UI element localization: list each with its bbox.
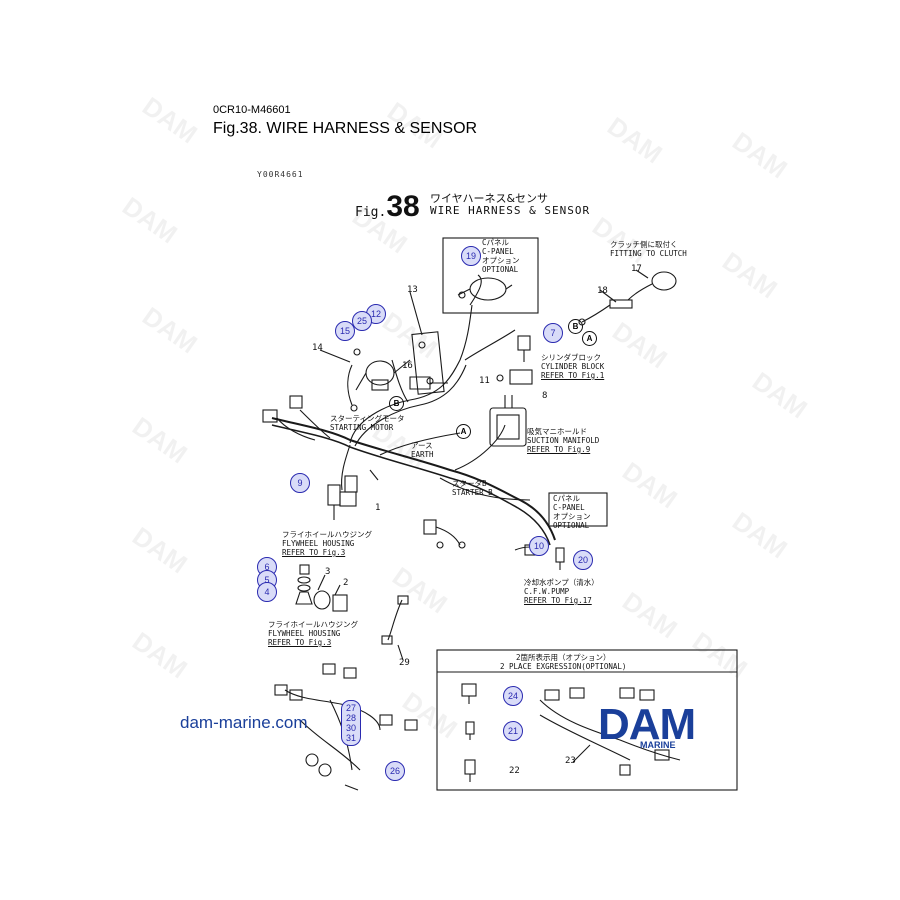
note-line: OPTIONAL [553,521,590,530]
note-line: FLYWHEEL HOUSING [268,629,341,638]
part-callout[interactable]: 10 [529,536,549,556]
part-number: 22 [509,766,520,776]
part-number: 13 [407,285,418,295]
drawing-code: Y00R4661 [257,170,304,179]
website-link[interactable]: dam-marine.com [180,713,308,732]
note-line: STARTING MOTOR [330,423,394,432]
part-callout[interactable]: 4 [257,582,277,602]
note-line: EARTH [411,450,434,459]
note-clutch: クラッチ側に取付く FITTING TO CLUTCH [610,240,687,258]
part-number: 29 [399,658,410,668]
part-number: 1 [375,503,381,513]
note-starter-b: スタータB STARTER B [452,479,493,497]
note-ref: REFER TO Fig.3 [282,548,346,557]
note-line: FLYWHEEL HOUSING [282,539,355,548]
note-line: 吸気マニホールド [527,427,587,436]
part-number: 23 [565,756,576,766]
part-number: 8 [542,391,548,401]
note-line: 2箇所表示用（オプション） [515,653,611,662]
note-suction-manifold: 吸気マニホールド SUCTION MANIFOLD REFER TO Fig.9 [527,427,599,454]
figure-title-en: WIRE HARNESS & SENSOR [430,204,591,217]
note-line: 冷却水ポンプ（清水） [524,578,599,587]
note-ref: REFER TO Fig.1 [541,371,605,380]
dam-logo-subtitle: MARINE [640,740,676,750]
note-line: スターティングモータ [330,414,405,423]
part-number: 11 [479,376,490,386]
part-callout[interactable]: 19 [461,246,481,266]
connector-marker-b: B [568,319,583,334]
note-line: クラッチ側に取付く [610,240,678,249]
stack-number: 27 [345,703,356,713]
note-line: FITTING TO CLUTCH [610,249,687,258]
note-line: Cパネル [482,238,510,247]
document-code: 0CR10-M46601 [213,104,291,116]
note-cfw-pump: 冷却水ポンプ（清水） C.F.W.PUMP REFER TO Fig.17 [524,578,599,605]
part-callout[interactable]: 25 [352,311,372,331]
note-line: C-PANEL [553,503,585,512]
note-cylinder-block: シリンダブロック CYLINDER BLOCK REFER TO Fig.1 [541,353,604,380]
cpanel-mid-box [548,492,608,527]
note-line: C.F.W.PUMP [524,587,570,596]
figure-title-jp: ワイヤハーネス&センサ [430,192,549,205]
note-line: 2 PLACE EXGRESSION(OPTIONAL) [500,662,627,671]
part-callout[interactable]: 26 [385,761,405,781]
connector-marker-a: A [582,331,597,346]
part-callout[interactable]: 15 [335,321,355,341]
part-number: 2 [343,578,349,588]
note-starting-motor: スターティングモータ STARTING MOTOR [330,414,405,432]
note-line: C-PANEL [482,247,514,256]
part-number: 14 [312,343,323,353]
note-cpanel-mid: Cパネル C-PANEL オプション OPTIONAL [553,494,591,530]
note-earth: アース EARTH [411,441,434,459]
note-line: Cパネル [553,494,581,503]
part-number: 3 [325,567,331,577]
stack-number: 31 [345,733,356,743]
part-number: 18 [597,286,608,296]
note-line: CYLINDER BLOCK [541,362,605,371]
part-callout-stack[interactable]: 27 28 30 31 [341,700,361,746]
note-ref: REFER TO Fig.9 [527,445,591,454]
note-line: スタータB [452,479,487,488]
note-two-place: 2箇所表示用（オプション） 2 PLACE EXGRESSION(OPTIONA… [500,653,626,671]
cpanel-top-box [442,237,539,314]
note-line: STARTER B [452,488,493,497]
note-line: フライホイールハウジング [282,530,372,539]
part-number: 16 [402,361,413,371]
part-callout[interactable]: 20 [573,550,593,570]
note-line: フライホイールハウジング [268,620,358,629]
note-cpanel-top: Cパネル C-PANEL オプション OPTIONAL [482,238,520,274]
connector-marker-b: B [389,396,404,411]
note-line: アース [411,441,433,450]
part-number: 17 [631,264,642,274]
note-ref: REFER TO Fig.3 [268,638,332,647]
note-line: オプション [482,256,520,265]
note-line: SUCTION MANIFOLD [527,436,600,445]
two-place-box [436,649,738,791]
figure-prefix: Fig. [355,205,387,220]
part-callout[interactable]: 21 [503,721,523,741]
figure-number: 38 [386,190,420,223]
note-flywheel-housing-1: フライホイールハウジング FLYWHEEL HOUSING REFER TO F… [282,530,372,557]
part-callout[interactable]: 24 [503,686,523,706]
note-line: オプション [553,512,591,521]
stack-number: 30 [345,723,356,733]
part-callout[interactable]: 7 [543,323,563,343]
note-line: シリンダブロック [541,353,601,362]
document-title: Fig.38. WIRE HARNESS & SENSOR [213,120,478,137]
stack-number: 28 [345,713,356,723]
dam-logo: DAM [598,700,696,749]
note-ref: REFER TO Fig.17 [524,596,592,605]
note-flywheel-housing-2: フライホイールハウジング FLYWHEEL HOUSING REFER TO F… [268,620,358,647]
part-callout[interactable]: 9 [290,473,310,493]
note-line: OPTIONAL [482,265,519,274]
connector-marker-a: A [456,424,471,439]
figure-heading: Fig.38 ワイヤハーネス&センサ WIRE HARNESS & SENSOR [355,190,589,224]
